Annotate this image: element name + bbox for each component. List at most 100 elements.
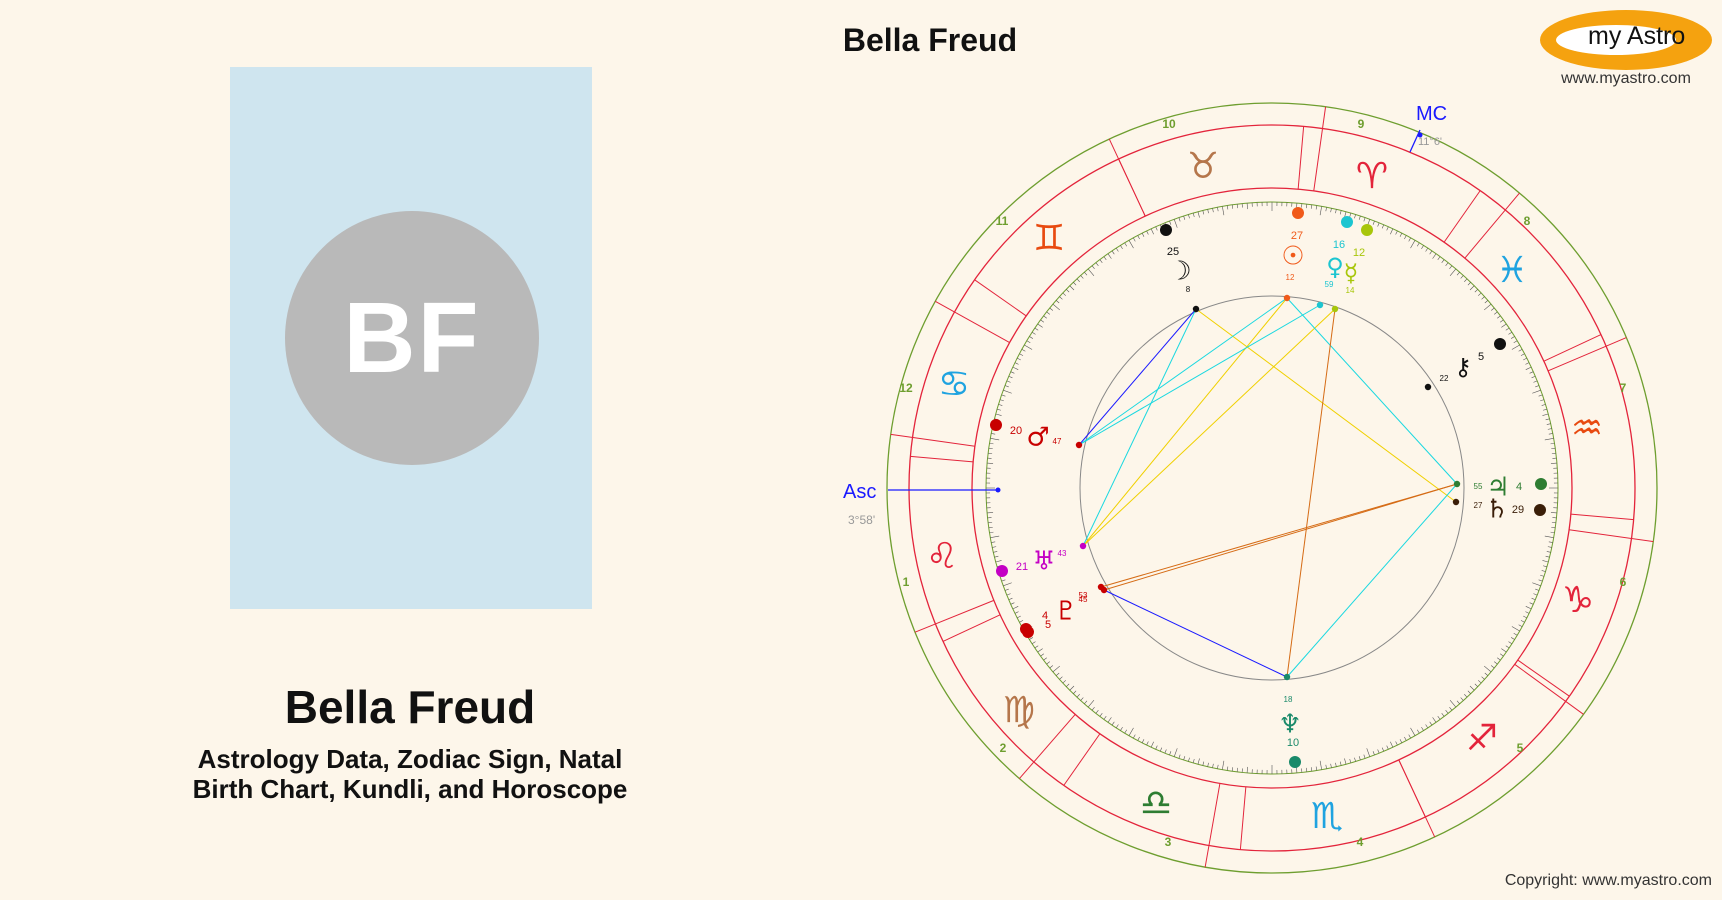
degree-tick [1416, 729, 1420, 734]
degree-tick [1008, 375, 1013, 379]
house-number: 4 [1357, 835, 1364, 849]
degree-tick [1046, 661, 1050, 665]
house-number: 9 [1358, 117, 1365, 131]
degree-tick [1319, 760, 1322, 770]
degree-tick [1062, 680, 1066, 684]
degree-tick [1031, 331, 1036, 335]
degree-tick [1207, 762, 1209, 767]
house-number: 2 [1000, 741, 1007, 755]
degree-tick [1456, 700, 1460, 705]
moon-marker [1160, 224, 1172, 236]
degree-tick [1062, 292, 1066, 296]
degree-tick [1222, 206, 1225, 216]
degree-tick [1087, 700, 1095, 708]
asc-degree: 3°58' [848, 513, 875, 527]
aspect-circle [1079, 295, 1465, 681]
degree-tick [1429, 721, 1433, 726]
aspect-line-mercury-uranus [1082, 308, 1336, 547]
virgo-icon: ♍ [1003, 690, 1035, 731]
degree-tick [1344, 758, 1347, 765]
capricorn-icon: ♑ [1562, 580, 1594, 621]
degree-tick [1421, 726, 1424, 731]
myastro-logo[interactable]: my Astro [1540, 10, 1712, 70]
degree-tick [992, 546, 997, 548]
degree-tick [1040, 653, 1045, 657]
degree-tick [1441, 259, 1445, 263]
degree-tick [1146, 230, 1149, 235]
degree-tick [1354, 757, 1356, 762]
aspect-line-jupiter-neptune [1286, 483, 1458, 678]
node-degree: 4 [1042, 610, 1048, 622]
degree-tick [1541, 404, 1546, 406]
degree-tick [1059, 296, 1063, 300]
degree-tick [1008, 597, 1013, 601]
degree-tick [1080, 697, 1084, 701]
degree-tick [996, 408, 1002, 411]
degree-tick [1087, 268, 1095, 276]
page-subtitle: Astrology Data, Zodiac Sign, Natal Birth… [110, 744, 710, 804]
degree-tick [1529, 371, 1534, 374]
degree-tick [1150, 228, 1154, 235]
degree-tick [1395, 230, 1398, 235]
logo-url[interactable]: www.myastro.com [1561, 70, 1691, 87]
house-number: 7 [1620, 381, 1627, 395]
degree-tick [1531, 375, 1536, 379]
degree-tick [1310, 204, 1313, 209]
degree-tick [1012, 366, 1019, 370]
cancer-icon: ♋ [938, 364, 970, 405]
degree-tick [1330, 763, 1332, 768]
degree-tick [1003, 582, 1012, 587]
uranus-icon: ♅ [1032, 547, 1055, 577]
degree-tick [1445, 710, 1449, 714]
sign-division-line [1063, 733, 1101, 786]
degree-tick [1212, 763, 1214, 768]
degree-tick [1146, 741, 1149, 746]
degree-tick [1084, 700, 1088, 705]
degree-tick [990, 535, 1000, 538]
degree-tick [1076, 278, 1080, 282]
degree-tick [995, 560, 1002, 563]
saturn-minutes: 27 [1474, 501, 1483, 510]
degree-tick [1155, 745, 1158, 750]
moon-degree: 25 [1167, 246, 1179, 258]
degree-tick [1464, 694, 1468, 698]
degree-tick [1518, 624, 1523, 627]
degree-tick [1358, 756, 1361, 761]
saturn-marker [1534, 504, 1546, 516]
degree-tick [1037, 323, 1043, 328]
degree-tick [1040, 319, 1045, 323]
degree-tick [1481, 296, 1485, 300]
aspect-line-sun-uranus [1082, 297, 1288, 547]
degree-tick [1484, 665, 1492, 673]
degree-tick [1545, 418, 1550, 421]
degree-tick [1004, 385, 1009, 388]
degree-tick [1456, 271, 1460, 276]
person-name: Bella Freud [284, 681, 536, 733]
aspect-point-sun [1283, 294, 1291, 302]
aspect-point-node [1100, 586, 1108, 594]
degree-tick [1330, 208, 1332, 213]
degree-tick [1490, 307, 1495, 311]
sign-division-line [910, 455, 974, 463]
degree-tick [1192, 212, 1195, 218]
degree-tick [1107, 253, 1112, 259]
degree-tick [1437, 715, 1441, 720]
aspect-line-pluto-jupiter [1100, 483, 1458, 588]
degree-tick [1202, 210, 1205, 215]
degree-tick [1066, 289, 1070, 293]
pluto-degree: 5 [1045, 619, 1051, 631]
degree-tick [1197, 211, 1200, 218]
degree-tick [1120, 726, 1123, 731]
degree-tick [1478, 292, 1482, 296]
gemini-icon: ♊ [1033, 218, 1065, 259]
sign-division-line [1443, 190, 1481, 243]
degree-tick [1339, 210, 1342, 215]
degree-tick [1540, 574, 1545, 577]
degree-tick [1046, 311, 1050, 315]
degree-tick [1226, 205, 1229, 210]
degree-tick [1029, 336, 1034, 339]
aspect-point-venus [1316, 301, 1324, 309]
degree-tick [1091, 706, 1095, 711]
degree-tick [1467, 690, 1471, 694]
